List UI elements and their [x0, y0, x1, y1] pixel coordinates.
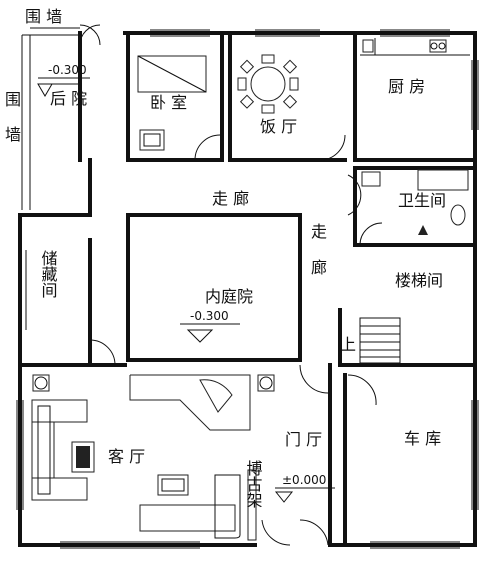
foyer-label: 门 厅: [285, 430, 322, 449]
corridor-right-label-2: 廊: [311, 258, 327, 277]
back-yard-level: -0.300: [48, 63, 87, 77]
doors: [79, 24, 383, 546]
bed: [137, 55, 207, 151]
courtyard-label: 内庭院: [205, 287, 253, 306]
dining-label: 饭 厅: [260, 117, 297, 136]
windows: [16, 29, 479, 549]
corridor-top-label: 走 廊: [212, 189, 249, 208]
living-room-label: 客 厅: [108, 447, 145, 466]
sofa: [31, 374, 275, 539]
curio-shelf-shape: [247, 469, 257, 541]
bedroom-label: 卧 室: [150, 93, 187, 112]
storage-label: 储藏间: [39, 250, 58, 299]
bath-fixtures: [361, 169, 469, 235]
stair-treads: [359, 317, 401, 364]
courtyard-level: -0.300: [190, 309, 229, 323]
kitchen-counter: [360, 38, 470, 56]
garage-label: 车 库: [404, 429, 441, 448]
dining-table: [237, 54, 299, 114]
kitchen-label: 厨 房: [388, 77, 425, 96]
stairwell-label: 楼梯间: [395, 271, 443, 290]
boundary-wall-top-label: 围 墙: [25, 7, 62, 26]
foyer-level: ±0.000: [282, 473, 326, 487]
bathroom-label: 卫生间: [398, 191, 446, 210]
boundary-wall-left-label-1: 围: [5, 90, 21, 109]
corridor-right-label-1: 走: [311, 222, 327, 241]
back-yard-label: 后 院: [50, 89, 87, 108]
up-label: 上: [340, 335, 356, 354]
boundary-wall: [21, 27, 80, 210]
piano: [129, 374, 251, 431]
boundary-wall-left-label-2: 墙: [5, 125, 21, 144]
walls: [18, 31, 477, 547]
curio-shelf-label: 博古架: [244, 460, 263, 508]
level-markers: [37, 77, 335, 503]
